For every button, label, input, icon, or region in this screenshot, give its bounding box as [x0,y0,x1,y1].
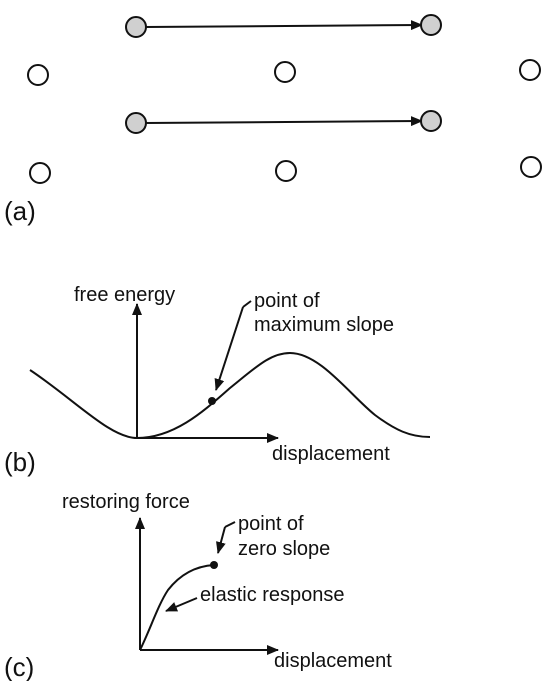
x-axis-label: displacement [272,443,390,465]
annotation-line-1: point of [254,290,320,312]
displaced-atom-start [125,16,147,38]
panel-b-label: (b) [4,447,36,477]
annotation-line-2: maximum slope [254,314,394,336]
lattice-atom [27,64,49,86]
displaced-atom-end [420,110,442,132]
annotation-arrow [216,526,226,554]
curve-label: elastic response [200,584,345,606]
lattice-atom [275,160,297,182]
panel-b: free energy point of maximum slope displ… [4,284,431,477]
free-energy-curve [29,351,431,440]
lattice-atom [519,59,541,81]
displaced-atom-end [420,14,442,36]
lattice-atom [520,156,542,178]
lattice-atom [29,162,51,184]
lattice-atom [274,61,296,83]
x-axis-label: displacement [274,650,392,672]
displacement-arrow [144,20,423,31]
displacement-arrow [144,116,423,127]
annotation-arrow [214,306,244,391]
annotation-line-1: point of [238,513,304,535]
y-axis-label: free energy [74,284,175,306]
y-axis-label: restoring force [62,491,190,513]
panel-c: restoring force point of zero slope elas… [4,491,392,681]
annotation-line-2: zero slope [238,538,330,560]
max-slope-point [208,397,216,405]
zero-slope-point [210,561,218,569]
curve-label-leader [165,597,198,612]
annotation-tick [242,300,252,308]
displaced-atom-start [125,112,147,134]
panel-a: (a) [4,14,542,226]
elastic-response-curve [139,564,215,651]
panel-a-label: (a) [4,196,36,226]
annotation-tick [224,521,236,528]
panel-c-label: (c) [4,652,34,681]
